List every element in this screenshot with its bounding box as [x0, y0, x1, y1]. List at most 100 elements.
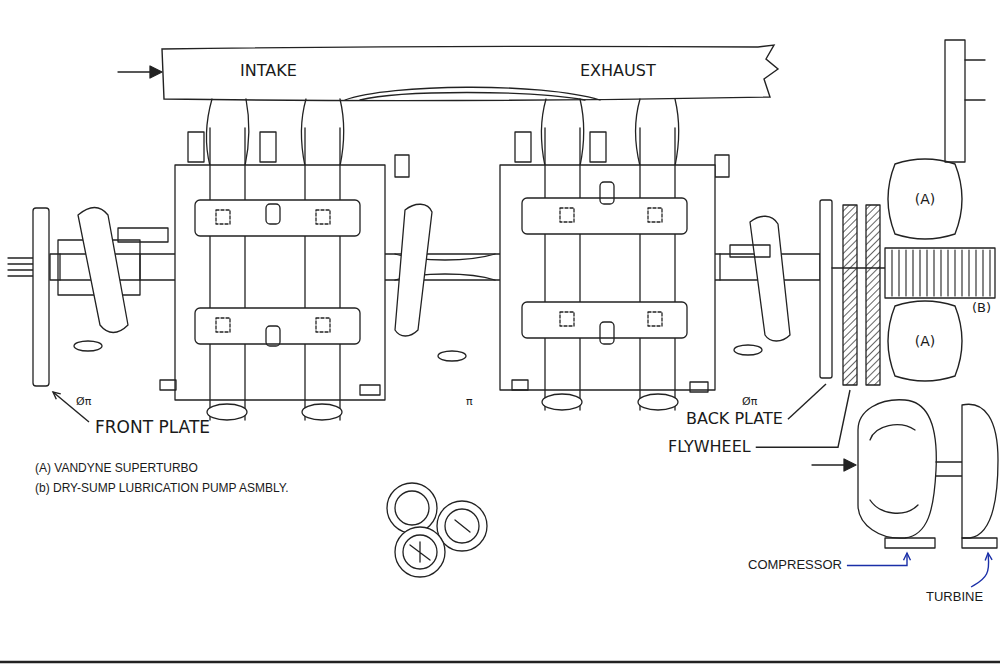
turbocharger [936, 475, 962, 476]
turbo-housing-outline [888, 301, 962, 381]
cylinder-block [690, 382, 708, 392]
crankshaft [78, 208, 128, 333]
crankshaft [438, 351, 466, 361]
part-label: FRONT PLATE [95, 418, 210, 438]
turbocharger [936, 461, 962, 462]
part-label: FLYWHEEL [668, 438, 751, 456]
cylinder-block [542, 394, 582, 410]
pump-gear [947, 250, 948, 296]
cylinder-block [360, 385, 380, 395]
valve-stub [590, 132, 606, 162]
cylinder-block [600, 182, 614, 204]
part-label: TURBINE [926, 590, 983, 605]
cylinder-block [302, 404, 342, 420]
frame-line [0, 661, 1000, 664]
pump-gear [898, 250, 899, 296]
crankshaft [74, 341, 102, 351]
cylinder-block [648, 312, 662, 326]
back-plate [820, 200, 832, 378]
turbo-outlet [965, 99, 985, 100]
crankshaft [734, 345, 762, 355]
turbo-housing: (A) [885, 160, 965, 238]
cylinder-block [500, 165, 715, 390]
intake-arrow [118, 66, 162, 78]
cylinder-block [175, 165, 385, 400]
valve-stub [715, 155, 729, 177]
leader-arrowhead [904, 553, 911, 560]
leader-line [847, 553, 907, 565]
turbocharger [844, 459, 856, 471]
pump-gear [989, 250, 990, 296]
cylinder-block [648, 208, 662, 222]
cylinder-block [216, 210, 230, 224]
cylinder-block [560, 208, 574, 222]
cylinder-block [266, 326, 280, 346]
turbocharger [812, 464, 846, 465]
crankshaft [8, 269, 34, 270]
flywheel [866, 205, 880, 385]
crank-angle: Øπ [742, 396, 757, 409]
part-letter: (A) [915, 333, 936, 349]
cylinder-block [304, 128, 305, 420]
pump-gear [961, 250, 962, 296]
front-plate [33, 208, 49, 386]
cylinder-block [316, 210, 330, 224]
pump-gear [982, 250, 983, 296]
cylinder-block [209, 128, 210, 420]
manifold-band: INTAKEEXHAUST [160, 45, 780, 101]
manifold-band-outline [162, 45, 778, 101]
cylinder-block [160, 128, 385, 420]
cylinder-block [522, 302, 687, 338]
pump-gear [926, 250, 927, 296]
crankshaft [118, 228, 168, 242]
crank-angle: Øπ [76, 396, 91, 409]
key-note: (A) VANDYNE SUPERTURBO [35, 462, 198, 476]
turbocharger [812, 400, 998, 548]
pump-gear [919, 250, 920, 296]
crankshaft [8, 257, 34, 258]
piston-sketch [410, 520, 470, 562]
leader-arrowhead [985, 553, 992, 560]
turbo-outlet [945, 40, 985, 162]
piston-sketch [387, 483, 487, 577]
cylinder-block [316, 318, 330, 332]
cylinder-block [638, 394, 678, 410]
turbocharger [885, 538, 935, 548]
crankshaft [395, 204, 432, 336]
crankshaft [750, 216, 790, 341]
cylinder-block [195, 200, 360, 236]
part-label: BACK PLATE [686, 410, 783, 428]
pump-gear [940, 250, 941, 296]
drive-shaft [832, 267, 885, 268]
cylinder-block [207, 404, 247, 420]
intake-arrow [150, 66, 162, 78]
turbo-housing: (A) [885, 302, 965, 380]
crankshaft [8, 275, 34, 276]
leader-arrowhead [53, 392, 61, 399]
crankshaft [730, 245, 770, 257]
turbocharger [870, 425, 918, 513]
cylinder-block [500, 128, 715, 410]
pump-gear [975, 250, 976, 296]
cylinder-block [244, 128, 245, 420]
pump-gear [885, 248, 995, 298]
crossover-pipe [345, 87, 600, 100]
part-label: COMPRESSOR [748, 558, 842, 573]
pump-gear [968, 250, 969, 296]
part-letter: (A) [915, 191, 936, 207]
cylinder-block [600, 322, 614, 344]
cylinder-block [160, 380, 176, 390]
engine-illustration [0, 40, 1000, 662]
turbocharger [962, 404, 998, 538]
turbo-outlet [965, 59, 985, 60]
intake-arrow [118, 71, 152, 72]
cylinder-block [639, 128, 640, 410]
cylinder-block [560, 312, 574, 326]
pump-gear [933, 250, 934, 296]
turbo-outlet [945, 40, 965, 162]
crank-angle: π [466, 396, 473, 409]
key-note: (b) DRY-SUMP LUBRICATION PUMP ASMBLY. [35, 482, 289, 496]
part-letter: (B) [972, 301, 991, 316]
cylinder-block [512, 380, 528, 390]
leader-line [788, 384, 826, 419]
